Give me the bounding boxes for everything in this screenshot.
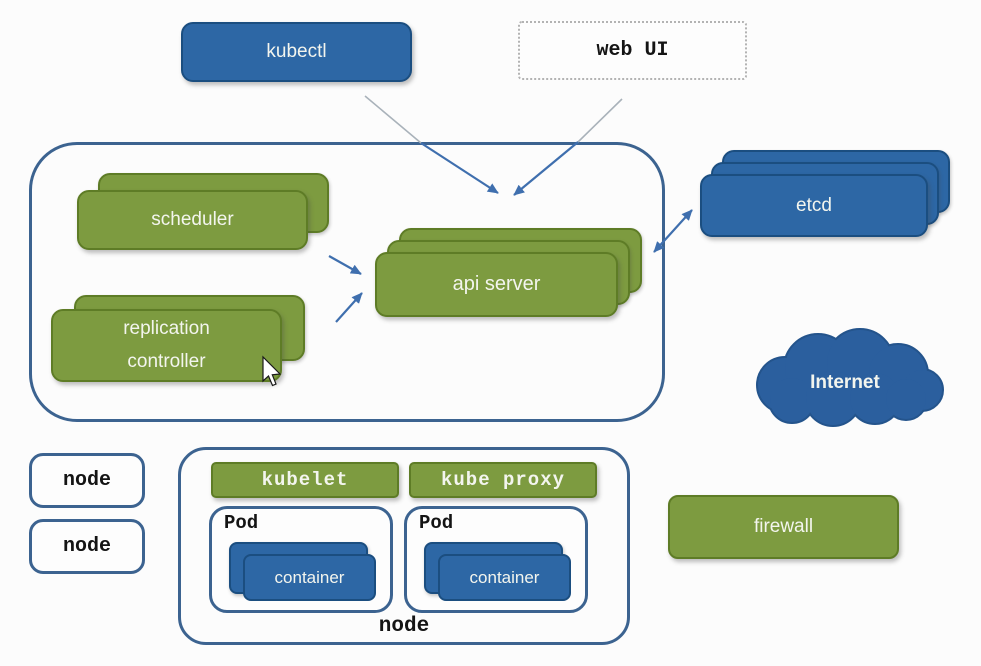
webui-to-api-arrow-upper bbox=[577, 98, 623, 143]
node-chip-2-label: node bbox=[62, 535, 111, 558]
node-chip-1: node bbox=[29, 453, 145, 508]
pod-box-1: Pod container bbox=[209, 506, 393, 613]
replication-controller-label: replication controller bbox=[123, 317, 210, 372]
master-outline-box bbox=[29, 142, 665, 422]
scheduler-box: scheduler bbox=[77, 190, 308, 250]
firewall-label: firewall bbox=[753, 516, 814, 537]
pod-1-label: Pod bbox=[224, 512, 259, 534]
api-server-stack: api server bbox=[375, 228, 643, 318]
web-ui-label: web UI bbox=[596, 39, 669, 62]
container-stack-1: container bbox=[229, 542, 381, 604]
node-chip-2: node bbox=[29, 519, 145, 574]
kubectl-box: kubectl bbox=[181, 22, 412, 82]
scheduler-label: scheduler bbox=[151, 209, 234, 230]
etcd-stack: etcd bbox=[700, 150, 951, 238]
api-server-box: api server bbox=[375, 252, 618, 317]
container-2-label: container bbox=[469, 567, 540, 587]
container-box-2: container bbox=[438, 554, 571, 601]
kube-proxy-box: kube proxy bbox=[409, 462, 597, 498]
internet-cloud: Internet bbox=[756, 328, 944, 427]
kubectl-label: kubectl bbox=[266, 41, 327, 62]
api-server-label: api server bbox=[452, 273, 541, 295]
pod-2-label: Pod bbox=[419, 512, 454, 534]
worker-node-label: node bbox=[181, 615, 627, 638]
replication-controller-box: replication controller bbox=[51, 309, 282, 382]
worker-node-box: kubelet kube proxy Pod container Pod con… bbox=[178, 447, 630, 645]
internet-label: Internet bbox=[810, 372, 880, 393]
replication-controller-stack: replication controller bbox=[51, 295, 308, 383]
pod-box-2: Pod container bbox=[404, 506, 588, 613]
kubectl-to-api-arrow-upper bbox=[364, 95, 422, 144]
node-chip-1-label: node bbox=[62, 469, 111, 492]
kubelet-box: kubelet bbox=[211, 462, 399, 498]
kubelet-label: kubelet bbox=[261, 469, 349, 491]
kube-proxy-label: kube proxy bbox=[440, 469, 566, 491]
etcd-box: etcd bbox=[700, 174, 928, 237]
scheduler-stack: scheduler bbox=[77, 173, 332, 251]
container-box-1: container bbox=[243, 554, 376, 601]
firewall-box: firewall bbox=[668, 495, 899, 559]
worker-node-label-text: node bbox=[378, 615, 430, 638]
container-stack-2: container bbox=[424, 542, 576, 604]
container-1-label: container bbox=[274, 567, 345, 587]
web-ui-box: web UI bbox=[518, 21, 747, 80]
etcd-label: etcd bbox=[796, 194, 832, 216]
